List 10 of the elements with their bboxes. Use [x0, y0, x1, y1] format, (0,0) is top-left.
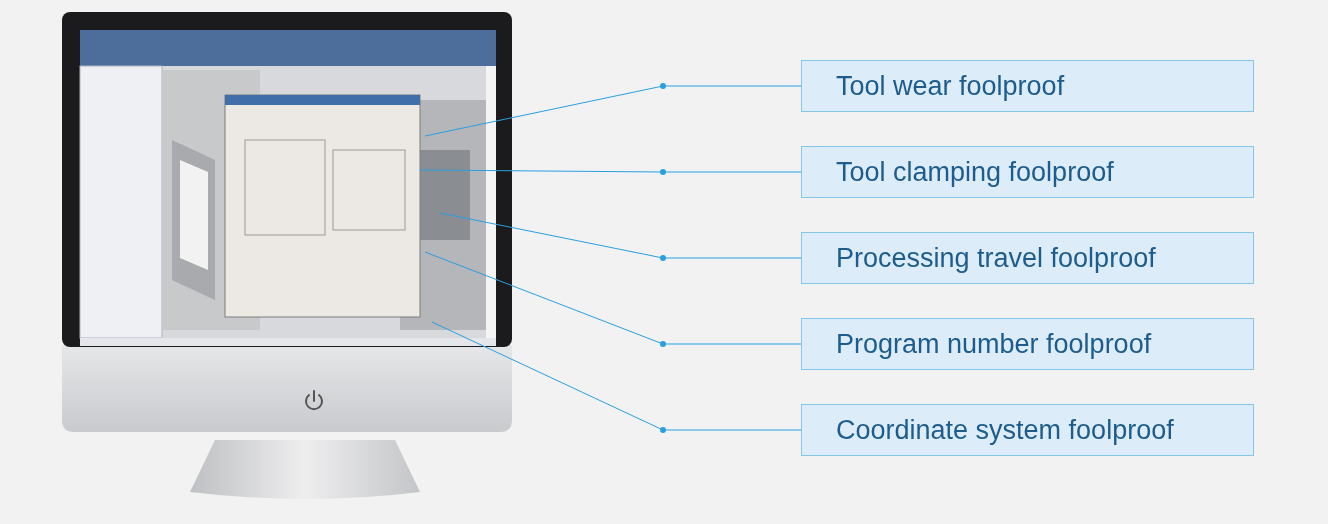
- callout-label: Coordinate system foolproof: [801, 404, 1254, 456]
- leader-line: [419, 169, 802, 175]
- callout-label: Tool wear foolproof: [801, 60, 1254, 112]
- leader-line: [424, 251, 802, 347]
- leader-line: [424, 83, 802, 137]
- leader-line: [431, 321, 802, 433]
- callout-label: Program number foolproof: [801, 318, 1254, 370]
- callout-label: Tool clamping foolproof: [801, 146, 1254, 198]
- callout-label: Processing travel foolproof: [801, 232, 1254, 284]
- leader-line: [439, 212, 802, 261]
